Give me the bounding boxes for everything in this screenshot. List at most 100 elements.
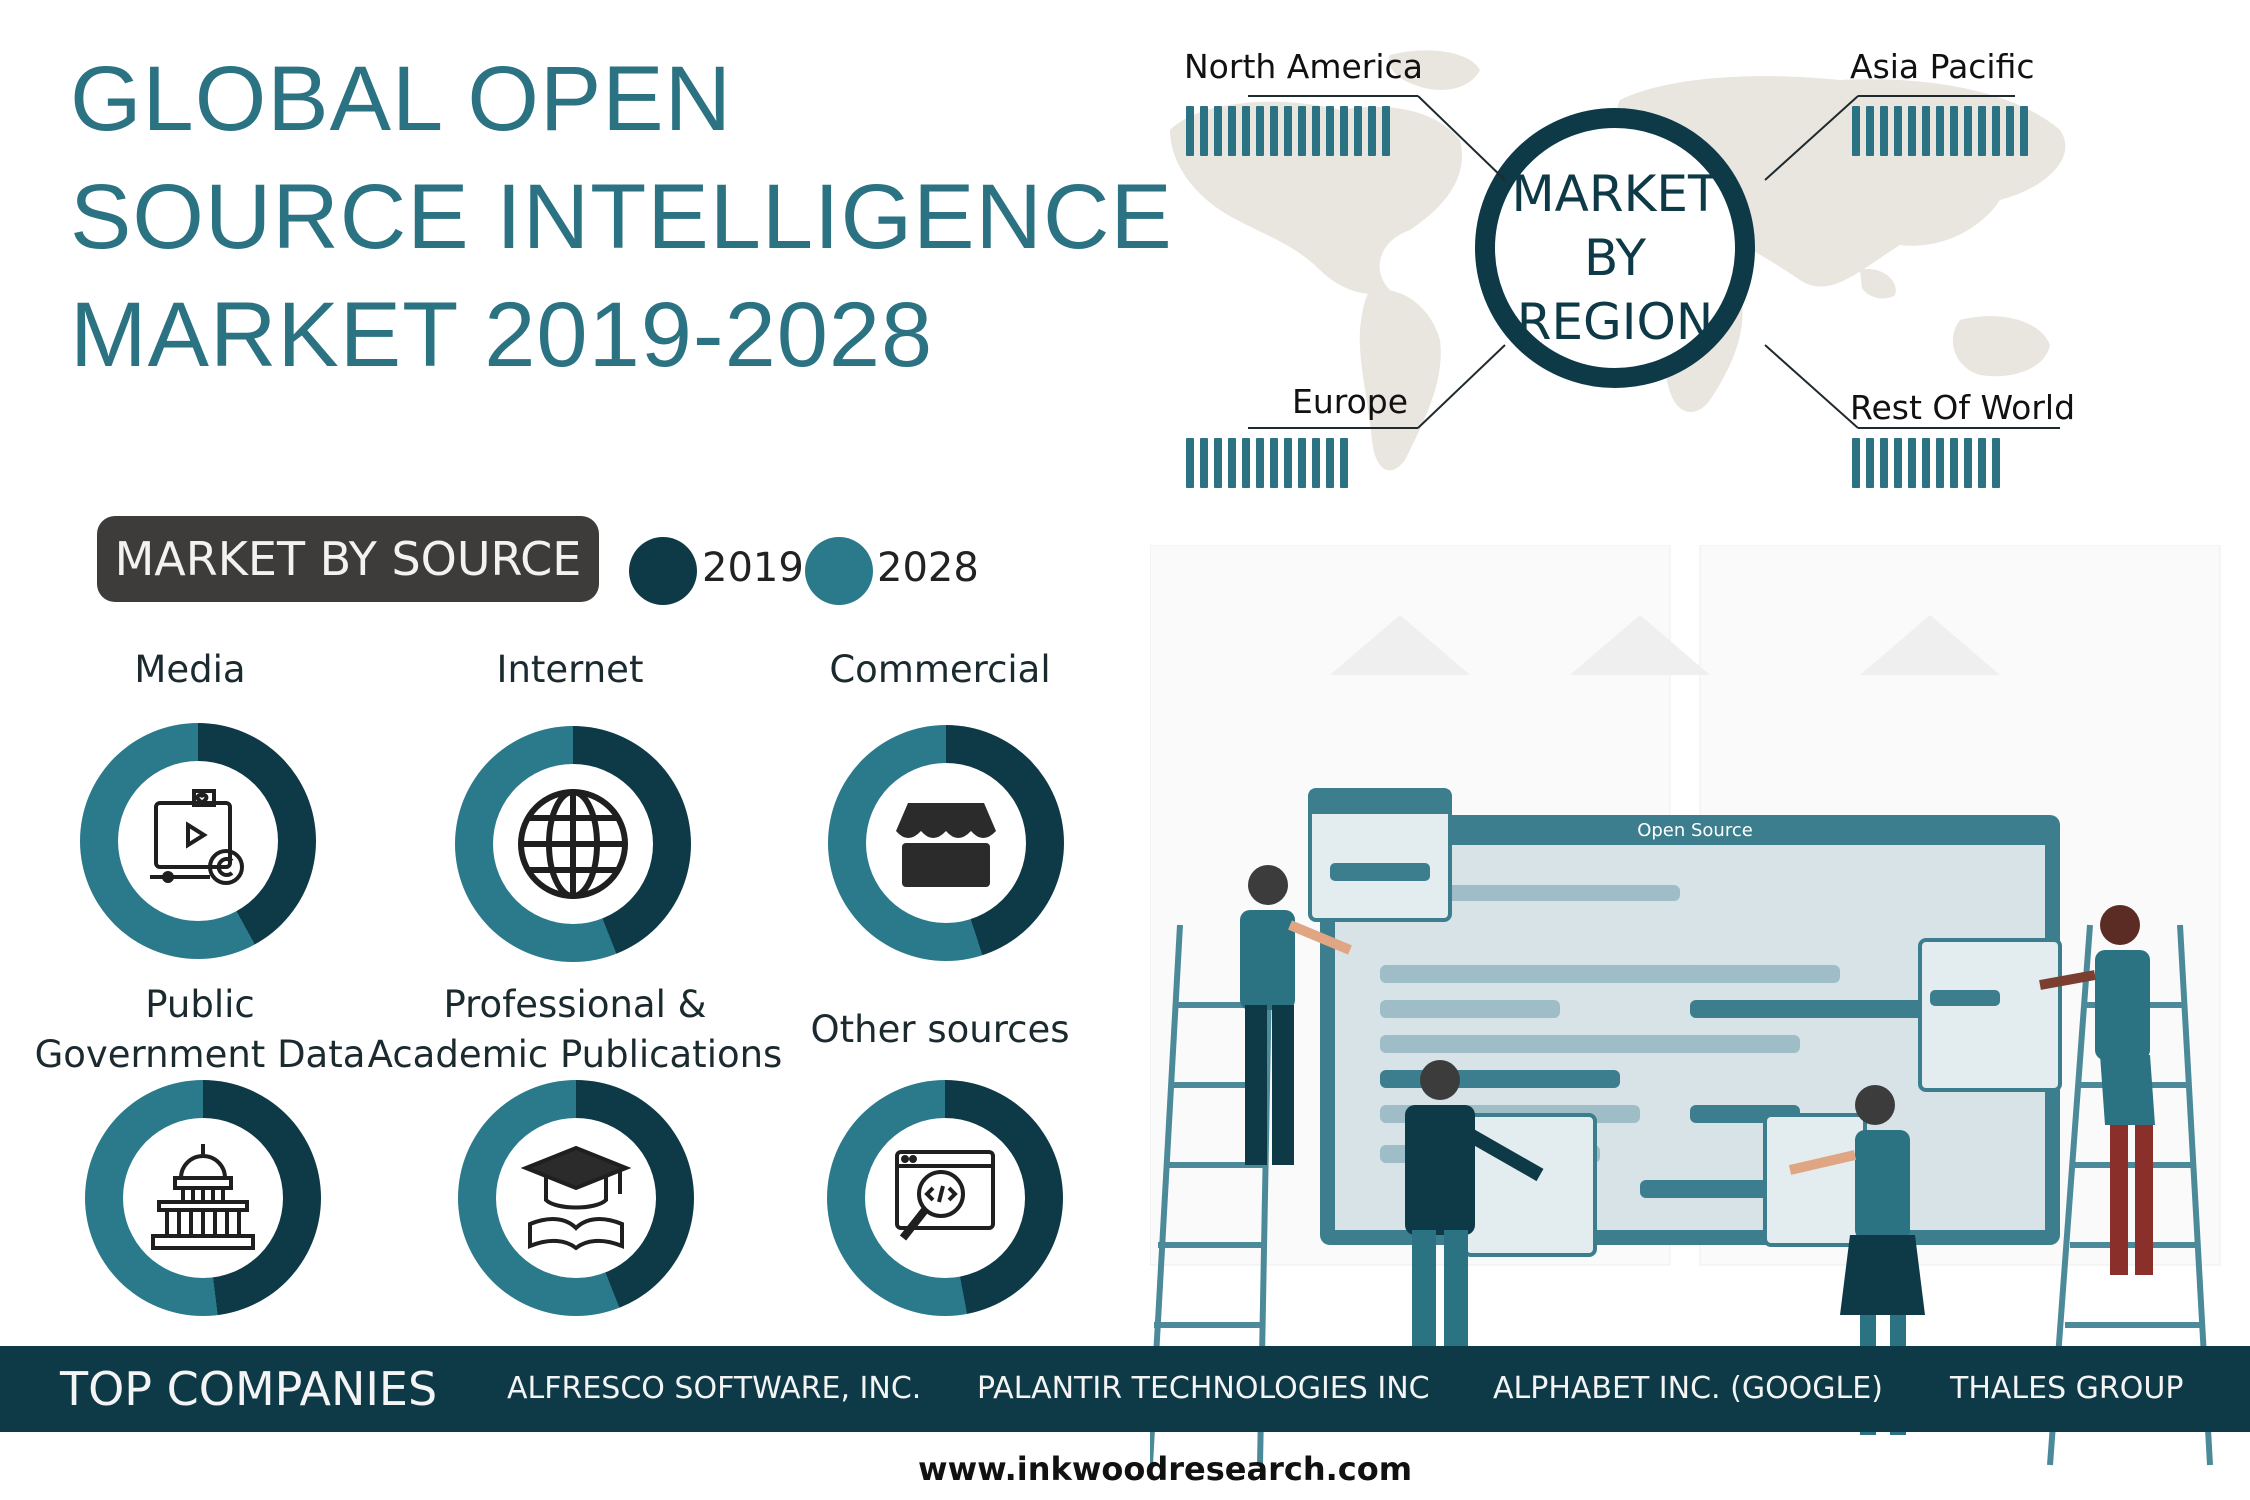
person-figure (2039, 905, 2155, 1275)
company-thales: THALES GROUP (1950, 1371, 2184, 1406)
region-bar (1214, 438, 1222, 488)
region-bar (2006, 106, 2014, 156)
region-bar (1284, 106, 1292, 156)
media-video-icon (150, 789, 244, 885)
region-bar (1908, 106, 1916, 156)
category-label-internet: Internet (420, 645, 720, 695)
title-line-1: GLOBAL OPEN (70, 48, 733, 150)
globe-icon (518, 789, 628, 899)
region-bar (1852, 438, 1860, 488)
category-label-line: Academic Publications (367, 1033, 783, 1076)
code-search-icon (895, 1150, 995, 1241)
donut-public-government-data (85, 1080, 321, 1316)
category-label-line: Government Data (34, 1033, 366, 1076)
region-bars-rest-of-world (1852, 438, 2000, 488)
region-bar (1284, 438, 1292, 488)
category-label-professional-academic: Professional & Academic Publications (365, 980, 785, 1080)
region-bar (1922, 106, 1930, 156)
region-bar (1908, 438, 1916, 488)
region-bars-north-america (1186, 106, 1390, 156)
region-connector-lines (1248, 95, 2060, 429)
donut-ring (85, 1080, 321, 1316)
region-center-line-3: REGION (1516, 293, 1714, 351)
page-title: GLOBAL OPEN SOURCE INTELLIGENCE MARKET 2… (70, 40, 1173, 394)
category-label-media: Media (40, 645, 340, 695)
region-bar (1894, 438, 1902, 488)
donut-commercial (828, 725, 1064, 961)
category-label-text: Internet (496, 648, 644, 691)
donut-media (80, 723, 316, 959)
region-bar (1186, 106, 1194, 156)
region-bar (1964, 438, 1972, 488)
category-label-other-sources: Other sources (790, 1005, 1090, 1055)
region-bar (1354, 106, 1362, 156)
region-bar (1382, 106, 1390, 156)
legend-swatch-2019 (629, 537, 697, 605)
person-figure (1240, 865, 1352, 1165)
region-bar (1964, 106, 1972, 156)
region-bar (1270, 438, 1278, 488)
region-center-circle: MARKET BY REGION (1475, 108, 1755, 388)
region-bars-asia-pacific (1852, 106, 2028, 156)
region-bar (1298, 438, 1306, 488)
region-bar (1200, 106, 1208, 156)
region-bar (1186, 438, 1194, 488)
region-bar (1936, 106, 1944, 156)
category-label-line: Professional & (443, 983, 707, 1026)
category-label-commercial: Commercial (790, 645, 1090, 695)
market-by-region-section: MARKET BY REGION North America Asia Paci… (1140, 40, 2140, 510)
title-line-2: SOURCE INTELLIGENCE (70, 166, 1173, 268)
window-title: Open Source (1637, 820, 1753, 841)
region-bar (1242, 106, 1250, 156)
region-bar (1992, 438, 2000, 488)
region-bar (1894, 106, 1902, 156)
region-bar (1270, 106, 1278, 156)
donut-professional-academic-publications (458, 1080, 694, 1316)
donut-internet (455, 726, 691, 962)
region-bar (1950, 438, 1958, 488)
region-label-north-america: North America (1184, 47, 1423, 86)
legend-label-2019: 2019 (702, 545, 804, 591)
region-bar (1880, 106, 1888, 156)
legend-swatch-2028 (805, 537, 873, 605)
region-bar (1326, 438, 1334, 488)
region-bar (1228, 438, 1236, 488)
region-bar (1298, 106, 1306, 156)
donut-ring (828, 725, 1064, 961)
team-working-illustration: Open Source (1147, 544, 2221, 1466)
website-url[interactable]: www.inkwoodresearch.com (918, 1450, 1413, 1488)
region-bars-europe (1186, 438, 1348, 488)
region-bar (1228, 106, 1236, 156)
category-label-public-government-data: Public Government Data (30, 980, 370, 1080)
region-bar (1866, 106, 1874, 156)
region-bar (1256, 438, 1264, 488)
category-label-line: Public (145, 983, 255, 1026)
open-source-illustration: Open Source (1147, 544, 2230, 1495)
donut-other-sources (827, 1080, 1063, 1316)
category-label-text: Commercial (829, 648, 1051, 691)
region-bar (1852, 106, 1860, 156)
top-companies-heading: TOP COMPANIES (60, 1362, 438, 1416)
region-bar (1242, 438, 1250, 488)
region-bar (1936, 438, 1944, 488)
company-alphabet: ALPHABET INC. (GOOGLE) (1493, 1371, 1883, 1406)
company-palantir: PALANTIR TECHNOLOGIES INC (977, 1371, 1430, 1406)
region-bar (1312, 106, 1320, 156)
donut-ring (80, 723, 316, 959)
region-bar (1922, 438, 1930, 488)
region-bar (1214, 106, 1222, 156)
region-bar (1326, 106, 1334, 156)
region-label-rest-of-world: Rest Of World (1850, 388, 2076, 427)
region-bar (1312, 438, 1320, 488)
region-label-europe: Europe (1292, 382, 1409, 421)
capitol-building-icon (151, 1144, 255, 1250)
region-bar (1950, 106, 1958, 156)
category-label-text: Media (134, 648, 246, 691)
donut-ring (458, 1080, 694, 1316)
region-center-line-1: MARKET (1511, 165, 1719, 223)
donut-ring (827, 1080, 1063, 1316)
title-line-3: MARKET 2019-2028 (70, 284, 934, 386)
region-bar (1340, 106, 1348, 156)
region-bar (1256, 106, 1264, 156)
region-bar (1880, 438, 1888, 488)
